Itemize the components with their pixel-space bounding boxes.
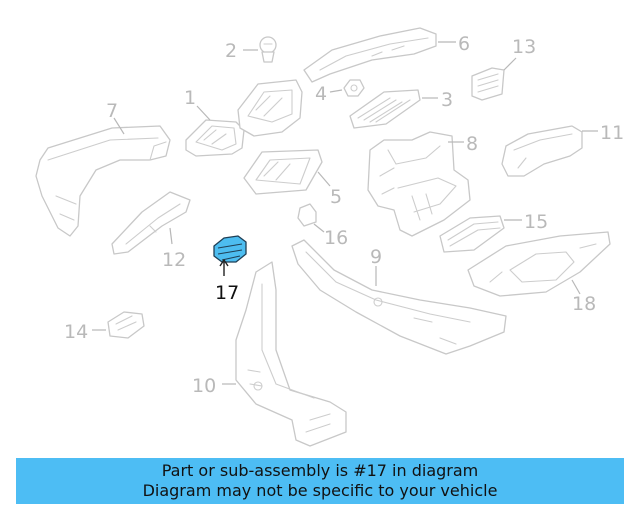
part-15-vent	[439, 215, 505, 253]
banner-line-2: Diagram may not be specific to your vehi…	[142, 481, 498, 500]
part-7-duct	[35, 125, 171, 237]
callout-16: 16	[324, 227, 348, 249]
callout-3: 3	[441, 89, 453, 111]
callout-18: 18	[572, 293, 596, 315]
part-11-side-duct	[501, 125, 583, 177]
callout-6: 6	[458, 33, 470, 55]
callout-13: 13	[512, 36, 536, 58]
part-16-clip	[297, 203, 317, 227]
banner-line-1: Part or sub-assembly is #17 in diagram	[161, 461, 479, 480]
part-1-vent-housing	[185, 119, 245, 157]
callout-12: 12	[162, 249, 186, 271]
callout-17: 17	[215, 282, 239, 304]
part-4-nut	[343, 79, 365, 97]
part-10-vertical-duct	[235, 261, 347, 447]
part-9-floor-duct	[291, 239, 507, 355]
part-14-small-vent	[107, 311, 145, 339]
callout-1: 1	[184, 87, 196, 109]
callout-4: 4	[315, 83, 327, 105]
part-2-clip	[259, 36, 277, 63]
callout-11: 11	[600, 122, 624, 144]
info-banner: Part or sub-assembly is #17 in diagram D…	[16, 458, 624, 504]
callout-10: 10	[192, 375, 216, 397]
callout-9: 9	[370, 246, 382, 268]
callout-15: 15	[524, 211, 548, 233]
callout-5: 5	[330, 186, 342, 208]
callout-8: 8	[466, 133, 478, 155]
part-3-grille	[349, 89, 421, 129]
part-5-vent-frame	[243, 149, 323, 195]
part-18-floor-panel	[467, 231, 611, 297]
part-17-highlighted	[213, 235, 247, 263]
parts-diagram: 7 1 2 6 4 3	[35, 27, 624, 447]
part-12-lower-duct	[111, 191, 191, 255]
callout-14: 14	[64, 321, 88, 343]
part-1-upper-housing	[237, 79, 303, 137]
part-8-center-duct	[367, 131, 471, 237]
callout-7: 7	[106, 100, 118, 122]
part-13-small-vent	[471, 67, 505, 101]
part-6-upper-duct	[303, 27, 437, 83]
callout-2: 2	[225, 40, 237, 62]
